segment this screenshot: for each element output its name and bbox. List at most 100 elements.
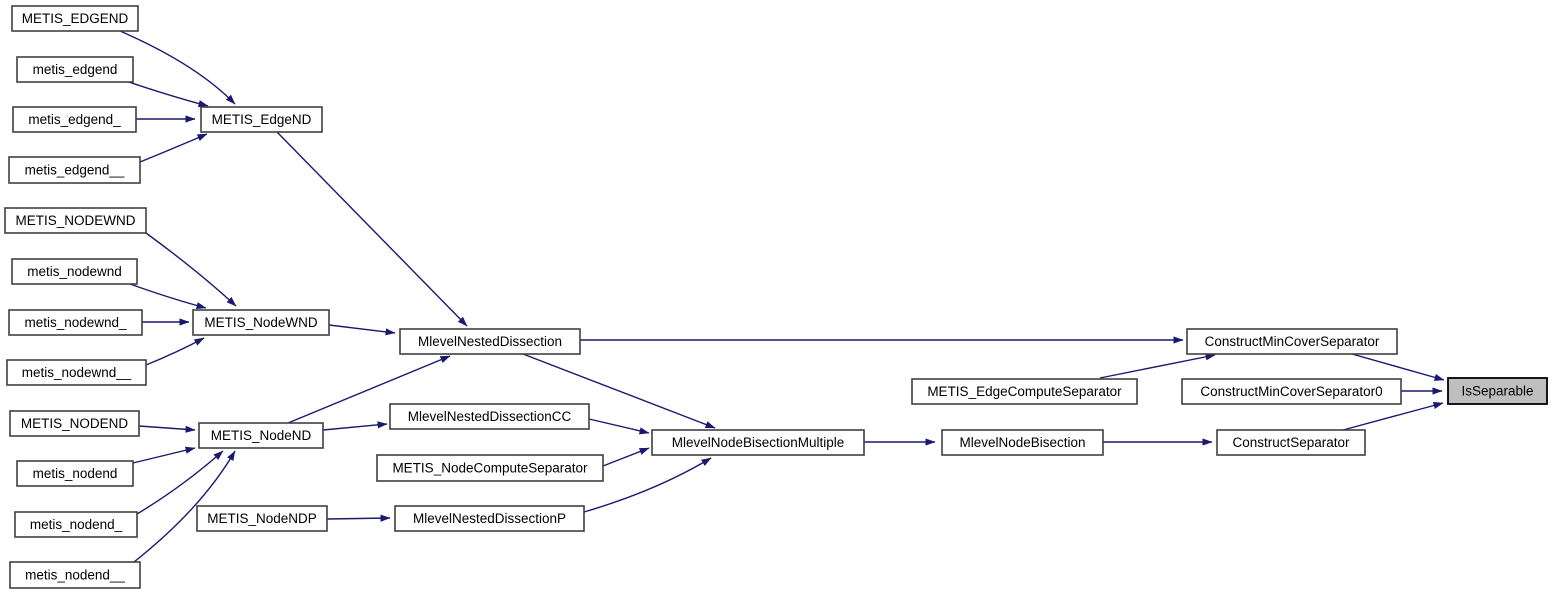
node-label-METIS_NODEWND: METIS_NODEWND [15, 213, 135, 228]
node-rect-IsSeparable[interactable] [1447, 377, 1548, 405]
node-rect-METIS_NodeND[interactable] [198, 422, 324, 449]
node-metis_nodewnd_[interactable]: metis_nodewnd_ [8, 309, 143, 336]
edge-metis_nodend__-to-METIS_NodeND [133, 450, 236, 563]
node-label-MlevelNodeBisection: MlevelNodeBisection [959, 435, 1085, 450]
node-label-ConstructMinCoverSeparator0: ConstructMinCoverSeparator0 [1200, 384, 1382, 399]
node-rect-METIS_NodeWND[interactable] [192, 309, 330, 336]
node-METIS_NODEND[interactable]: METIS_NODEND [9, 410, 140, 437]
node-label-METIS_NODEND: METIS_NODEND [21, 416, 129, 431]
node-MlevelNestedDissectionP[interactable]: MlevelNestedDissectionP [394, 505, 585, 532]
node-rect-metis_nodend__[interactable] [9, 561, 141, 589]
node-label-metis_nodewnd_: metis_nodewnd_ [24, 315, 127, 330]
node-rect-metis_edgend_[interactable] [12, 106, 137, 133]
node-metis_nodewnd[interactable]: metis_nodewnd [11, 258, 138, 285]
node-ConstructSeparator[interactable]: ConstructSeparator [1216, 429, 1366, 456]
node-metis_edgend[interactable]: metis_edgend [16, 56, 134, 83]
node-METIS_NODEWND[interactable]: METIS_NODEWND [4, 207, 147, 234]
node-rect-metis_nodewnd_[interactable] [8, 309, 143, 336]
node-label-ConstructSeparator: ConstructSeparator [1232, 435, 1350, 450]
node-rect-ConstructMinCoverSeparator0[interactable] [1181, 378, 1402, 405]
node-rect-MlevelNestedDissectionP[interactable] [394, 505, 585, 532]
node-rect-METIS_EDGEND[interactable] [11, 5, 139, 32]
node-IsSeparable[interactable]: IsSeparable [1447, 377, 1548, 405]
edge-MlevelNestedDissectionCC-to-MlevelNodeBisectionMultiple [588, 418, 650, 435]
node-rect-METIS_EdgeComputeSeparator[interactable] [911, 378, 1138, 405]
node-rect-METIS_EdgeND[interactable] [200, 106, 323, 133]
edge-METIS_NodeComputeSeparator-to-MlevelNodeBisectionMultiple [602, 447, 650, 467]
node-METIS_EdgeND[interactable]: METIS_EdgeND [200, 106, 323, 133]
node-label-metis_nodewnd: metis_nodewnd [27, 264, 122, 279]
node-METIS_NodeWND[interactable]: METIS_NodeWND [192, 309, 330, 336]
node-rect-ConstructMinCoverSeparator[interactable] [1186, 328, 1398, 355]
edge-METIS_NODEWND-to-METIS_NodeWND [145, 232, 237, 307]
node-rect-ConstructSeparator[interactable] [1216, 429, 1366, 456]
edge-MlevelNestedDissectionP-to-MlevelNodeBisectionMultiple [583, 457, 712, 513]
edge-metis_nodewnd__-to-METIS_NodeWND [145, 337, 205, 366]
node-label-METIS_EdgeComputeSeparator: METIS_EdgeComputeSeparator [927, 384, 1122, 399]
edge-metis_nodend_-to-METIS_NodeND [136, 450, 224, 515]
node-label-METIS_NodeComputeSeparator: METIS_NodeComputeSeparator [392, 461, 588, 476]
node-label-MlevelNestedDissection: MlevelNestedDissection [418, 334, 562, 349]
node-ConstructMinCoverSeparator0[interactable]: ConstructMinCoverSeparator0 [1181, 378, 1402, 405]
node-metis_nodend_[interactable]: metis_nodend_ [14, 511, 138, 538]
node-METIS_EDGEND[interactable]: METIS_EDGEND [11, 5, 139, 32]
edge-METIS_NodeND-to-MlevelNestedDissection [287, 355, 451, 424]
node-rect-MlevelNestedDissection[interactable] [399, 328, 581, 355]
edge-ConstructSeparator-to-IsSeparable [1342, 402, 1444, 431]
node-metis_nodend__[interactable]: metis_nodend__ [9, 561, 141, 589]
edge-metis_edgend-to-METIS_EdgeND [125, 80, 209, 108]
node-label-metis_nodewnd__: metis_nodewnd__ [22, 365, 132, 380]
node-rect-METIS_NODEWND[interactable] [4, 207, 147, 234]
node-rect-MlevelNodeBisectionMultiple[interactable] [651, 429, 865, 456]
node-label-metis_nodend_: metis_nodend_ [30, 517, 123, 532]
edge-METIS_NODEND-to-METIS_NodeND [138, 425, 196, 433]
edge-ConstructMinCoverSeparator-to-IsSeparable [1351, 353, 1445, 381]
node-metis_nodewnd__[interactable]: metis_nodewnd__ [6, 359, 147, 386]
node-rect-metis_nodend[interactable] [16, 460, 134, 487]
node-rect-metis_nodewnd[interactable] [11, 258, 138, 285]
node-rect-METIS_NodeNDP[interactable] [196, 505, 328, 532]
node-ConstructMinCoverSeparator[interactable]: ConstructMinCoverSeparator [1186, 328, 1398, 355]
edge-METIS_NodeNDP-to-MlevelNestedDissectionP [326, 514, 391, 522]
node-label-MlevelNestedDissectionCC: MlevelNestedDissectionCC [408, 409, 572, 424]
node-label-metis_nodend__: metis_nodend__ [25, 568, 125, 583]
node-label-MlevelNodeBisectionMultiple: MlevelNodeBisectionMultiple [672, 435, 845, 450]
edge-METIS_EdgeND-to-MlevelNestedDissection [276, 131, 468, 327]
node-label-metis_edgend_: metis_edgend_ [28, 112, 121, 127]
edge-metis_nodewnd-to-METIS_NodeWND [129, 283, 207, 310]
node-label-IsSeparable: IsSeparable [1461, 384, 1533, 399]
node-rect-MlevelNestedDissectionCC[interactable] [389, 403, 590, 430]
node-METIS_NodeND[interactable]: METIS_NodeND [198, 422, 324, 449]
node-rect-METIS_NODEND[interactable] [9, 410, 140, 437]
node-rect-metis_nodend_[interactable] [14, 511, 138, 538]
node-label-MlevelNestedDissectionP: MlevelNestedDissectionP [413, 511, 566, 526]
node-rect-metis_nodewnd__[interactable] [6, 359, 147, 386]
node-rect-MlevelNodeBisection[interactable] [941, 429, 1104, 456]
node-label-metis_nodend: metis_nodend [33, 466, 118, 481]
node-MlevelNestedDissectionCC[interactable]: MlevelNestedDissectionCC [389, 403, 590, 430]
node-METIS_EdgeComputeSeparator[interactable]: METIS_EdgeComputeSeparator [911, 378, 1138, 405]
node-rect-METIS_NodeComputeSeparator[interactable] [376, 454, 604, 482]
node-label-METIS_EdgeND: METIS_EdgeND [212, 112, 312, 127]
node-label-metis_edgend__: metis_edgend__ [25, 163, 125, 178]
node-label-METIS_EDGEND: METIS_EDGEND [22, 11, 129, 26]
node-MlevelNodeBisection[interactable]: MlevelNodeBisection [941, 429, 1104, 456]
edge-METIS_EDGEND-to-METIS_EdgeND [119, 30, 236, 105]
node-metis_edgend__[interactable]: metis_edgend__ [8, 156, 141, 184]
node-label-METIS_NodeND: METIS_NodeND [211, 428, 312, 443]
node-label-METIS_NodeWND: METIS_NodeWND [204, 315, 318, 330]
node-metis_edgend_[interactable]: metis_edgend_ [12, 106, 137, 133]
edge-metis_edgend__-to-METIS_EdgeND [139, 133, 208, 163]
node-MlevelNestedDissection[interactable]: MlevelNestedDissection [399, 328, 581, 355]
node-label-ConstructMinCoverSeparator: ConstructMinCoverSeparator [1205, 334, 1380, 349]
nodes-layer: METIS_EDGEND metis_edgend metis_edgend_met… [4, 5, 1548, 589]
node-rect-metis_edgend[interactable] [16, 56, 134, 83]
node-rect-metis_edgend__[interactable] [8, 156, 141, 184]
node-METIS_NodeComputeSeparator[interactable]: METIS_NodeComputeSeparator [376, 454, 604, 482]
edge-MlevelNestedDissection-to-MlevelNodeBisectionMultiple [522, 353, 716, 429]
node-MlevelNodeBisectionMultiple[interactable]: MlevelNodeBisectionMultiple [651, 429, 865, 456]
node-METIS_NodeNDP[interactable]: METIS_NodeNDP [196, 505, 328, 532]
node-metis_nodend[interactable]: metis_nodend [16, 460, 134, 487]
